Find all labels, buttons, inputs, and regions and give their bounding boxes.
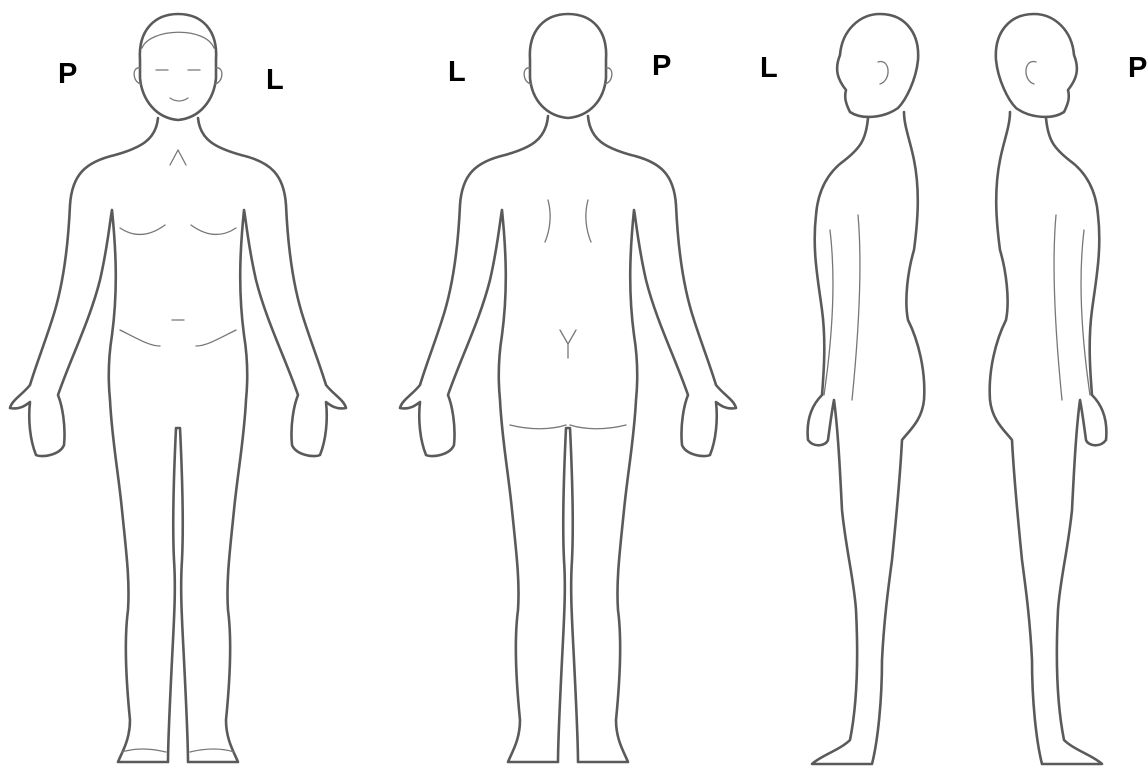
left-side-head <box>837 14 918 117</box>
right-side-head <box>996 14 1077 117</box>
front-chest-lines <box>120 150 236 346</box>
right-side-view-figure <box>990 14 1107 764</box>
right-side-ear <box>1026 62 1036 84</box>
back-body <box>400 116 736 762</box>
side-view-right-label: P <box>1128 54 1147 83</box>
back-head <box>530 14 606 118</box>
back-view-figure <box>400 14 736 762</box>
left-side-ear <box>878 62 888 84</box>
right-side-body <box>990 112 1107 764</box>
front-feet <box>122 749 234 752</box>
left-side-view-figure <box>808 14 925 764</box>
front-body <box>10 118 346 762</box>
right-side-arm-line <box>1054 215 1090 400</box>
back-spine-lines <box>510 200 626 429</box>
left-side-body <box>808 112 925 764</box>
front-view-figure <box>10 14 346 762</box>
back-view-left-label: L <box>448 58 466 87</box>
front-view-left-label: L <box>266 66 284 95</box>
side-view-left-label: L <box>760 54 778 83</box>
front-head <box>140 14 216 120</box>
back-view-right-label: P <box>652 52 671 81</box>
front-hair <box>142 32 214 48</box>
front-mouth <box>170 98 188 101</box>
front-view-right-label: P <box>58 60 77 89</box>
left-side-arm-line <box>824 215 860 400</box>
